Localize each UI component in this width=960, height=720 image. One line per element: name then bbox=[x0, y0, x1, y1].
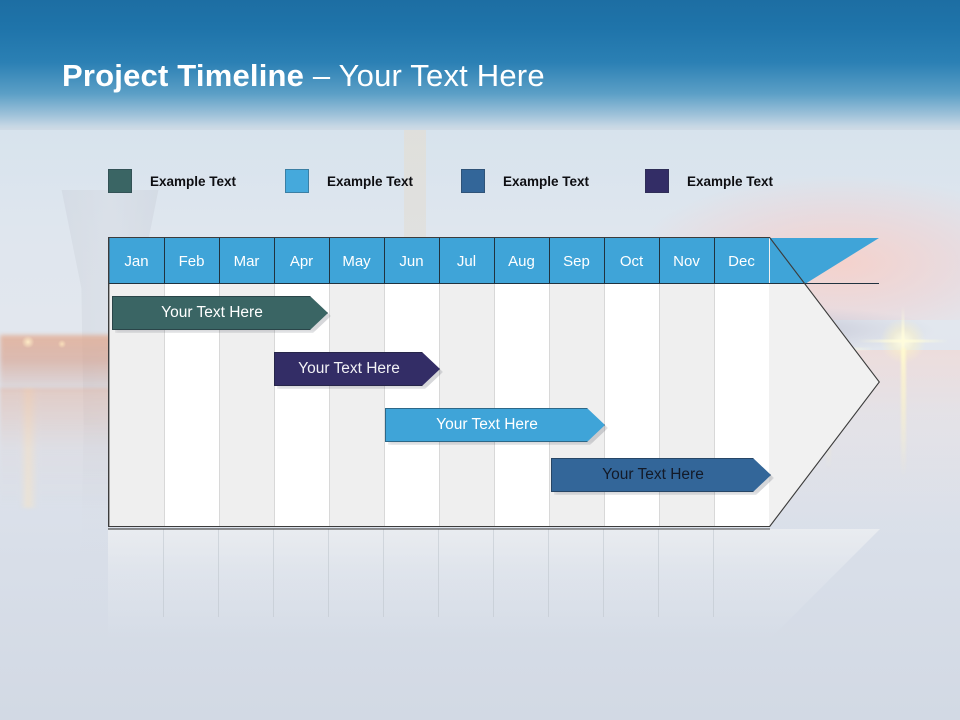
timeline-column-divider bbox=[164, 238, 165, 526]
timeline-month-header-jul[interactable]: Jul bbox=[439, 238, 494, 284]
legend-item-3[interactable]: Example Text bbox=[645, 168, 773, 194]
legend: Example Text Example Text Example Text E… bbox=[0, 168, 960, 194]
timeline-column-divider bbox=[714, 238, 715, 526]
timeline-month-header-mar[interactable]: Mar bbox=[219, 238, 274, 284]
page-title-light: – Your Text Here bbox=[304, 58, 545, 93]
timeline-reflection-line bbox=[493, 529, 494, 617]
timeline-header-divider bbox=[549, 238, 551, 284]
legend-label-2: Example Text bbox=[503, 173, 590, 189]
title-band bbox=[0, 0, 960, 130]
timeline-month-header-sep[interactable]: Sep bbox=[549, 238, 604, 284]
timeline-header-divider bbox=[219, 238, 221, 284]
legend-label-1: Example Text bbox=[327, 173, 414, 189]
page-title-strong: Project Timeline bbox=[62, 58, 305, 93]
timeline-task-bar-fill bbox=[385, 408, 605, 442]
timeline-month-header-aug[interactable]: Aug bbox=[494, 238, 549, 284]
timeline-task-bar-3[interactable]: Your Text Here bbox=[551, 458, 771, 492]
timeline-task-bar-fill bbox=[112, 296, 328, 330]
legend-item-0[interactable]: Example Text bbox=[108, 168, 236, 194]
timeline-task-bar-fill bbox=[274, 352, 440, 386]
timeline-month-header-dec[interactable]: Dec bbox=[714, 238, 769, 284]
timeline-task-bar-label: Your Text Here bbox=[436, 416, 538, 433]
timeline-header-arrow-tail bbox=[770, 238, 879, 284]
timeline-reflection-line bbox=[273, 529, 274, 617]
timeline-column-divider bbox=[439, 238, 440, 526]
timeline-reflection-line bbox=[658, 529, 659, 617]
timeline-header-divider bbox=[164, 238, 166, 284]
timeline-reflection-line bbox=[328, 529, 329, 617]
timeline-reflection-line bbox=[383, 529, 384, 617]
legend-item-2[interactable]: Example Text bbox=[461, 168, 589, 194]
timeline-reflection bbox=[108, 529, 880, 639]
page-title: Project Timeline – Your Text Here bbox=[62, 58, 545, 94]
background-light-reflection-b bbox=[901, 348, 906, 478]
timeline-column-jul bbox=[439, 238, 494, 526]
timeline-column-divider bbox=[659, 238, 660, 526]
timeline-month-header-feb[interactable]: Feb bbox=[164, 238, 219, 284]
timeline-column-divider bbox=[219, 238, 220, 526]
timeline-header-divider bbox=[439, 238, 441, 284]
timeline-month-header-jun[interactable]: Jun bbox=[384, 238, 439, 284]
legend-item-1[interactable]: Example Text bbox=[285, 168, 413, 194]
timeline-column-divider bbox=[604, 238, 605, 526]
legend-label-3: Example Text bbox=[687, 173, 774, 189]
legend-swatch-navy-icon bbox=[645, 169, 669, 193]
timeline-task-bar-1[interactable]: Your Text Here bbox=[274, 352, 440, 386]
timeline-column-jan bbox=[109, 238, 164, 526]
timeline-column-feb bbox=[164, 238, 219, 526]
timeline-task-bar-label: Your Text Here bbox=[298, 360, 400, 377]
timeline-month-header-may[interactable]: May bbox=[329, 238, 384, 284]
timeline-task-bar-label: Your Text Here bbox=[161, 304, 263, 321]
timeline-reflection-line bbox=[218, 529, 219, 617]
timeline-header-divider bbox=[494, 238, 496, 284]
timeline-reflection-line bbox=[548, 529, 549, 617]
timeline-task-bar-0[interactable]: Your Text Here bbox=[112, 296, 328, 330]
timeline-reflection-line bbox=[603, 529, 604, 617]
timeline-reflection-line bbox=[713, 529, 714, 617]
timeline-header-divider bbox=[274, 238, 276, 284]
timeline-column-mar bbox=[219, 238, 274, 526]
timeline-header-underline bbox=[109, 283, 879, 284]
timeline-task-bar-label: Your Text Here bbox=[602, 466, 704, 483]
timeline-reflection-line bbox=[163, 529, 164, 617]
legend-swatch-green-icon bbox=[108, 169, 132, 193]
timeline-month-header-oct[interactable]: Oct bbox=[604, 238, 659, 284]
timeline-baseline bbox=[108, 528, 770, 530]
timeline-month-header-jan[interactable]: Jan bbox=[109, 238, 164, 284]
timeline-reflection-line bbox=[438, 529, 439, 617]
timeline-header-divider bbox=[329, 238, 331, 284]
timeline-header-divider bbox=[384, 238, 386, 284]
timeline-header-divider bbox=[714, 238, 716, 284]
timeline-task-bar-fill bbox=[551, 458, 771, 492]
timeline-header-divider bbox=[604, 238, 606, 284]
timeline-column-divider bbox=[494, 238, 495, 526]
timeline-month-header-apr[interactable]: Apr bbox=[274, 238, 329, 284]
legend-swatch-steel-blue-icon bbox=[461, 169, 485, 193]
timeline-column-divider bbox=[549, 238, 550, 526]
legend-label-0: Example Text bbox=[150, 173, 237, 189]
timeline-task-bar-2[interactable]: Your Text Here bbox=[385, 408, 605, 442]
timeline-header-divider bbox=[659, 238, 661, 284]
timeline-column-aug bbox=[494, 238, 549, 526]
timeline-month-header-nov[interactable]: Nov bbox=[659, 238, 714, 284]
legend-swatch-light-blue-icon bbox=[285, 169, 309, 193]
